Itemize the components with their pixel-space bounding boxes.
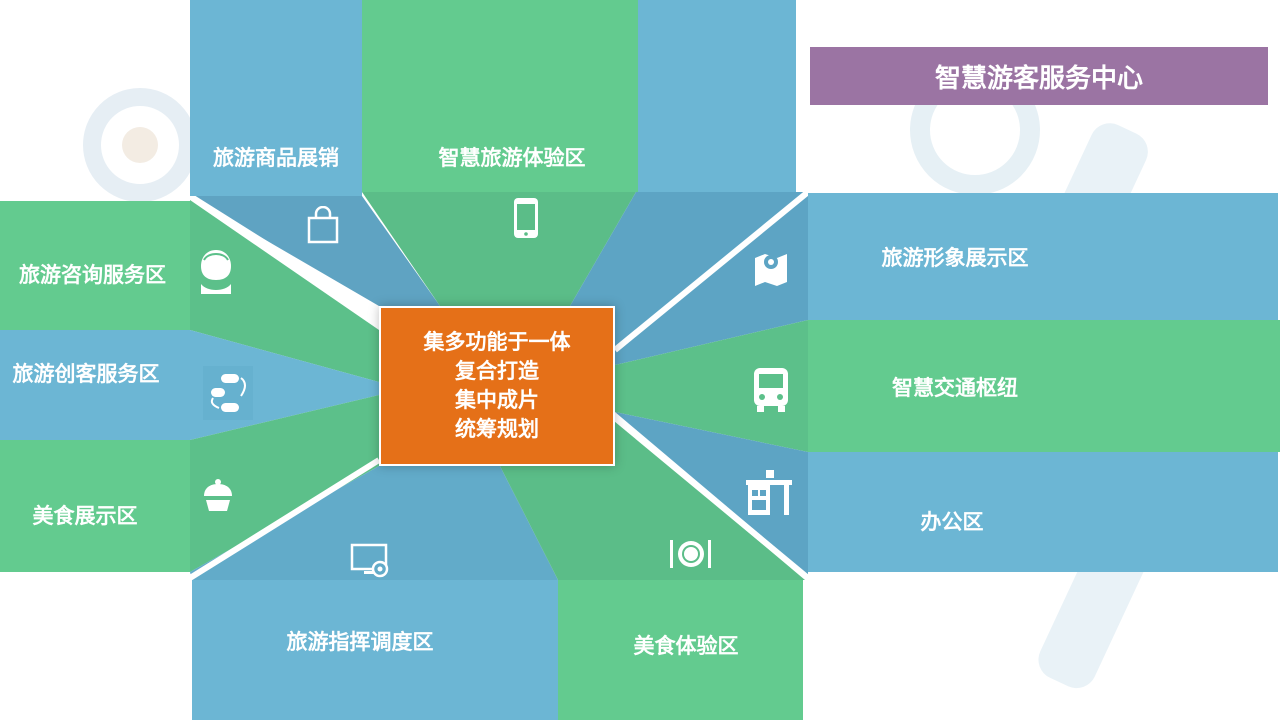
watermark-logo-left [83, 88, 197, 202]
zone-label-top-left: 旅游商品展销 [213, 146, 339, 170]
wedge-top-center [362, 192, 636, 306]
customer-service-icon [196, 244, 236, 300]
wedge-top-right [570, 192, 808, 360]
center-line-2: 复合打造 [455, 359, 539, 383]
zone-label-right-1: 旅游形象展示区 [881, 246, 1029, 270]
zone-label-bottom-right: 美食体验区 [633, 634, 739, 658]
panel-right-2 [808, 320, 1280, 452]
panel-right-3 [808, 452, 1278, 572]
panel-top-right [638, 0, 796, 192]
zone-label-bottom-left: 旅游指挥调度区 [286, 630, 434, 654]
center-line-3: 集中成片 [455, 388, 539, 412]
wedge-left-1 [190, 200, 379, 382]
shopping-bag-icon [307, 206, 339, 244]
panel-bottom-right [558, 580, 803, 720]
zone-label-right-2: 智慧交通枢纽 [892, 376, 1018, 400]
zone-label-left-1: 旅游咨询服务区 [19, 263, 166, 287]
wedge-left-3 [190, 395, 379, 572]
title-bar: 智慧游客服务中心 [810, 47, 1268, 105]
cupcake-icon [204, 479, 232, 511]
zone-label-top-center: 智慧旅游体验区 [438, 146, 586, 170]
bus-icon [754, 368, 788, 412]
panel-left-1 [0, 201, 190, 330]
panel-right-1 [808, 193, 1278, 320]
zone-label-left-3: 美食展示区 [32, 504, 138, 528]
center-box: 集多功能于一体 复合打造 集中成片 统筹规划 [379, 306, 615, 466]
zone-label-left-2: 旅游创客服务区 [12, 362, 160, 386]
monitor-settings-icon [350, 543, 389, 578]
office-desk-icon [746, 470, 792, 515]
wedge-bottom-left [190, 466, 558, 580]
center-line-4: 统筹规划 [455, 417, 539, 441]
panel-left-2 [0, 330, 190, 440]
panel-top-center [362, 0, 638, 192]
panel-left-3 [0, 440, 190, 572]
panel-top-left [190, 0, 362, 196]
map-pin-icon [755, 254, 787, 286]
wedge-top-left [190, 196, 440, 306]
panel-bottom-left [192, 580, 558, 720]
smartphone-icon [514, 198, 538, 238]
wedge-right-2 [615, 320, 808, 452]
zone-label-right-3: 办公区 [920, 510, 984, 534]
workflow-icon [203, 366, 253, 420]
center-line-1: 集多功能于一体 [423, 330, 571, 354]
plate-cutlery-icon [670, 540, 711, 568]
